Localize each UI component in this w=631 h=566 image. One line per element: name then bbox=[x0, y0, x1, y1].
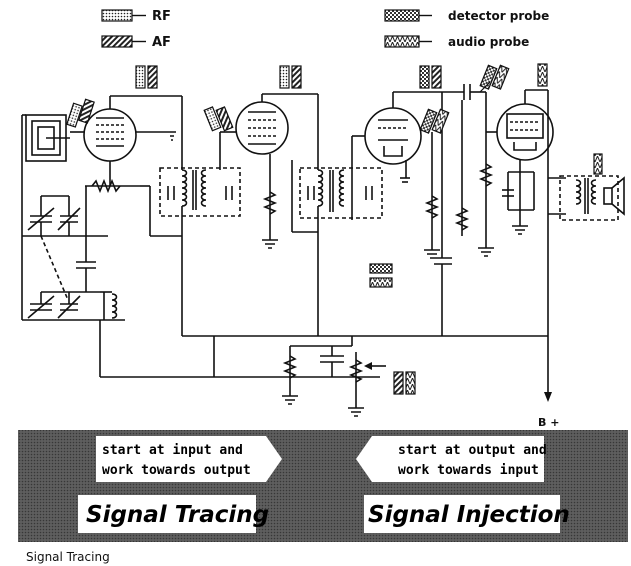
audio-probe-tag bbox=[593, 153, 603, 175]
audio-probe-tag bbox=[537, 63, 548, 87]
legend-rf: RF bbox=[101, 9, 171, 24]
rf-probe-tag bbox=[279, 65, 290, 89]
legend-detector-probe: detector probe bbox=[384, 9, 549, 23]
tube-if-amp bbox=[219, 93, 319, 240]
tuning-capacitor-bottom bbox=[27, 291, 100, 319]
if-transformer-2 bbox=[291, 160, 383, 336]
tracing-instruction-line2: work towards output bbox=[102, 463, 251, 478]
audio-probe-tag bbox=[405, 371, 416, 395]
injection-arrow-box bbox=[356, 436, 544, 482]
af-probe-tag bbox=[291, 65, 302, 89]
rf-probe-tag bbox=[66, 102, 83, 128]
tuning-capacitor-top bbox=[27, 195, 81, 236]
detector-probe-tag bbox=[419, 65, 430, 89]
af-probe-tag bbox=[215, 106, 234, 132]
af-probe-tag bbox=[431, 65, 442, 89]
coupling-capacitor bbox=[442, 84, 487, 248]
signal-tracing-title: Signal Tracing bbox=[86, 502, 269, 528]
method-banner: start at input and work towards output s… bbox=[18, 430, 628, 542]
output-transformer bbox=[548, 175, 619, 221]
legend-af: AF bbox=[101, 35, 171, 50]
detector-probe-tag bbox=[419, 108, 438, 134]
b-plus-label: B + bbox=[538, 416, 559, 429]
legend: RF AF detector probe audio probe bbox=[101, 9, 549, 50]
tracing-title-box bbox=[78, 495, 256, 533]
audio-probe-tag bbox=[369, 277, 393, 288]
audio-probe-tag bbox=[491, 64, 510, 90]
legend-af-label: AF bbox=[152, 35, 171, 50]
if-transformer-1 bbox=[159, 167, 241, 336]
loop-antenna bbox=[21, 114, 70, 236]
tube-output bbox=[486, 89, 554, 226]
oscillator-coil bbox=[100, 291, 118, 320]
signal-injection-title: Signal Injection bbox=[368, 502, 570, 528]
volume-control bbox=[282, 336, 386, 417]
gang-link bbox=[40, 235, 69, 301]
resistor-cathode-2 bbox=[262, 191, 278, 215]
figure-caption: Signal Tracing bbox=[26, 550, 110, 564]
legend-audio-probe: audio probe bbox=[384, 35, 529, 49]
resistor-osc bbox=[91, 178, 121, 194]
legend-detector-label: detector probe bbox=[448, 9, 549, 23]
tracing-arrow-box bbox=[96, 436, 282, 482]
detector-probe-tag bbox=[369, 263, 393, 274]
speaker bbox=[603, 176, 625, 216]
rf-probe-tag bbox=[135, 65, 146, 89]
af-probe-tag bbox=[393, 371, 404, 395]
rf-probe-tag bbox=[203, 106, 222, 132]
injection-instruction-line1: start at output and bbox=[398, 443, 547, 458]
probe-tags bbox=[66, 63, 603, 395]
tracing-instruction-line1: start at input and bbox=[102, 443, 243, 458]
tube-detector bbox=[351, 91, 442, 220]
tube-converter bbox=[70, 95, 183, 187]
af-probe-tag bbox=[147, 65, 158, 89]
af-probe-tag bbox=[78, 98, 95, 124]
b-plus-arrow bbox=[544, 392, 552, 402]
audio-probe-tag bbox=[431, 108, 450, 134]
legend-rf-label: RF bbox=[152, 9, 171, 24]
injection-instruction-line2: work towards input bbox=[398, 463, 539, 478]
injection-title-box bbox=[364, 495, 560, 533]
legend-audio-label: audio probe bbox=[448, 35, 529, 49]
schematic bbox=[21, 84, 625, 417]
